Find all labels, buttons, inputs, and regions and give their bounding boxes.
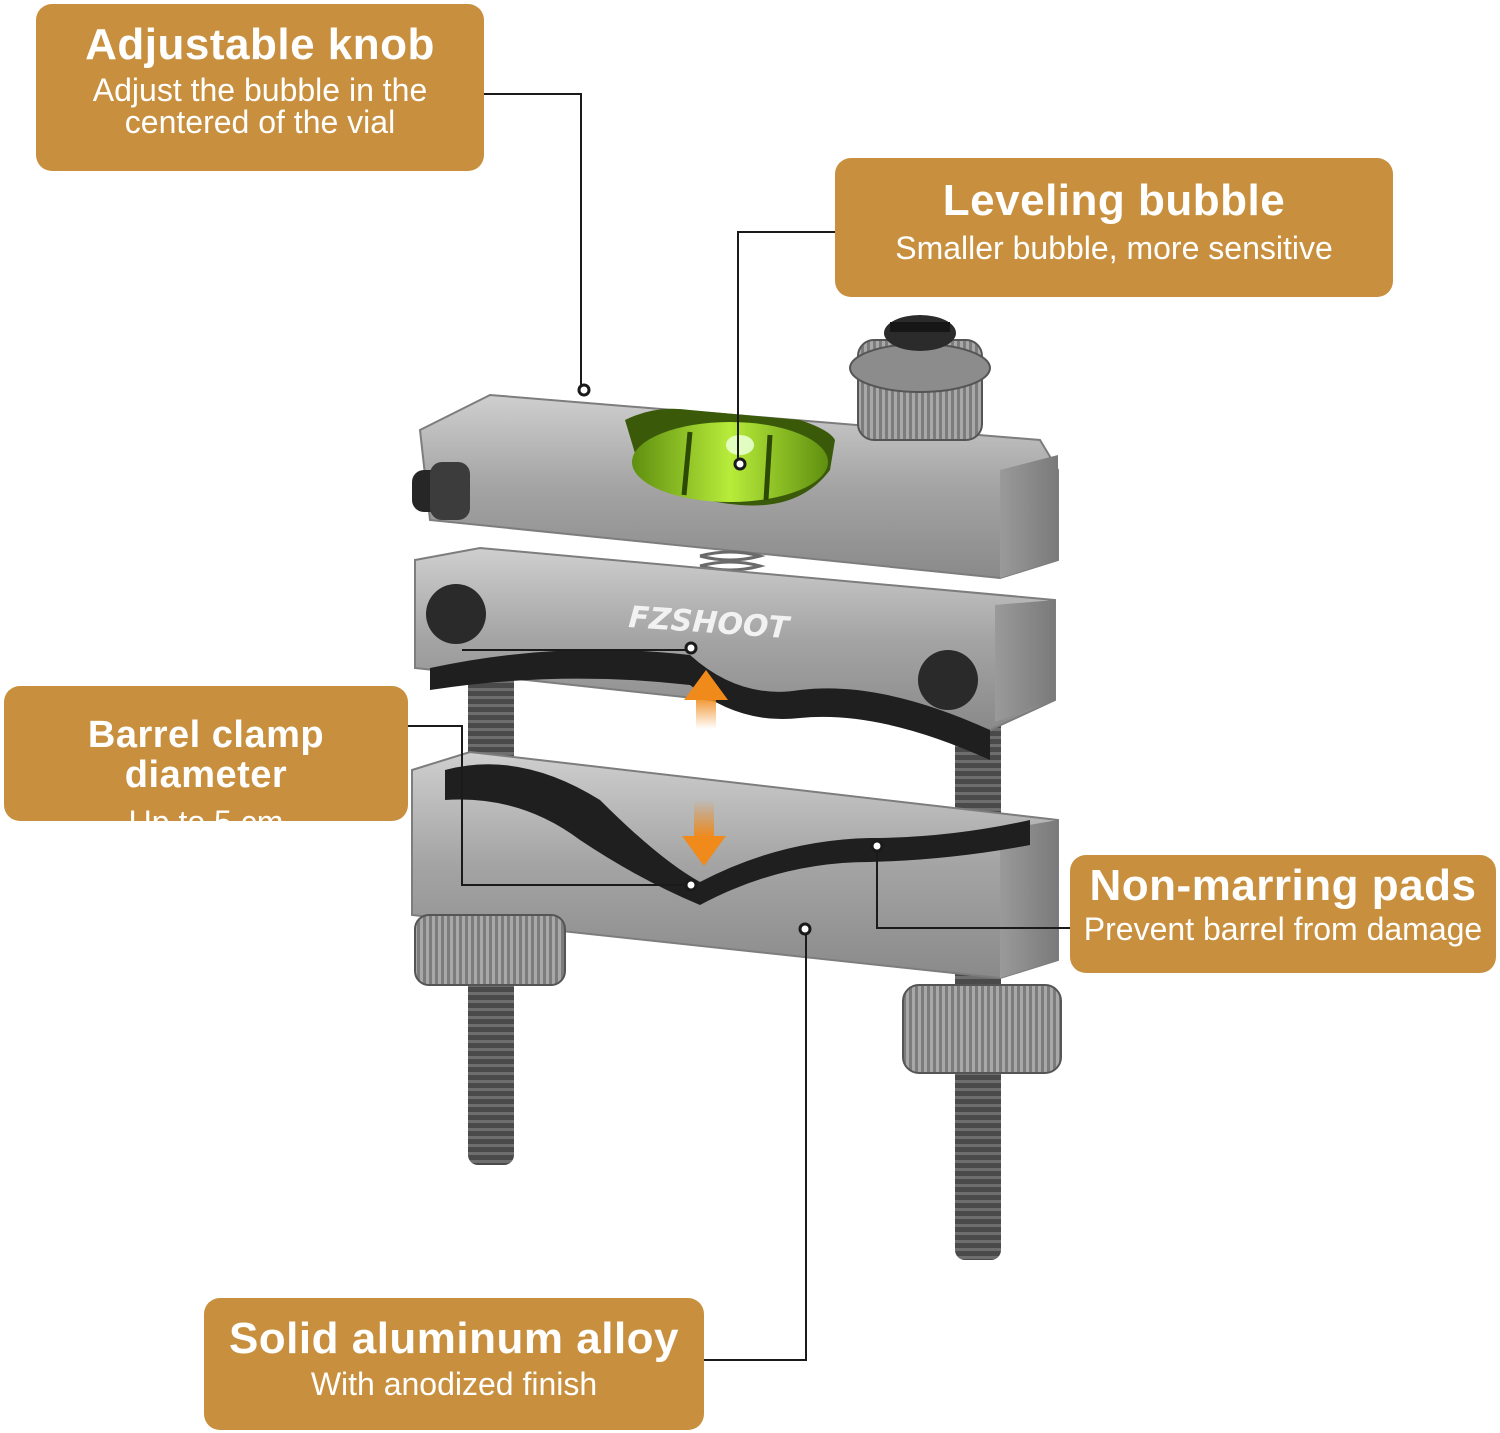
clamp-arrow-down: [682, 800, 726, 866]
non-marring-pads-subtitle: Prevent barrel from damage: [1083, 911, 1483, 948]
barrel-clamp-subtitle: Up to 5 cm: [128, 803, 284, 840]
clamp-arrow-up: [684, 670, 728, 729]
barrel-clamp-title: Barrel clamp diameter: [87, 714, 325, 796]
left-rivet: [426, 584, 486, 644]
left-pin-screw: [412, 462, 470, 520]
adjustable-knob-line2: centered of the vial: [124, 104, 396, 141]
leveling-bubble-title: Leveling bubble: [942, 176, 1286, 225]
aluminum-alloy-subtitle: With anodized finish: [310, 1366, 598, 1403]
adjustable-knob-callout: Adjustable knob Adjust the bubble in the…: [36, 4, 484, 171]
upper-pad: [430, 649, 990, 760]
adjustable-knob-line1: Adjust the bubble in the: [92, 72, 428, 109]
leader-dots: [577, 383, 884, 936]
non-marring-pads-title: Non-marring pads: [1089, 861, 1477, 910]
lower-clamp-jaw: [411, 750, 1059, 980]
right-rivet: [918, 650, 978, 710]
aluminum-alloy-title: Solid aluminum alloy: [228, 1314, 680, 1363]
leader-lines: [408, 93, 1070, 1361]
leveling-bubble-subtitle: Smaller bubble, more sensitive: [895, 230, 1333, 267]
lower-knob-left: [414, 914, 566, 986]
adjustable-knob: [849, 315, 991, 441]
lower-pad: [445, 764, 1030, 905]
lower-knob-right: [902, 984, 1062, 1074]
bubble-vial: [632, 422, 828, 502]
barrel-clamp-callout: Barrel clamp diameter Up to 5 cm: [4, 686, 408, 838]
air-bubble: [726, 435, 754, 455]
leveling-bubble-callout: Leveling bubble Smaller bubble, more sen…: [835, 158, 1393, 297]
adjustable-knob-title: Adjustable knob: [85, 20, 435, 69]
aluminum-alloy-callout: Solid aluminum alloy With anodized finis…: [204, 1298, 704, 1430]
upper-clamp-jaw: [414, 546, 1056, 760]
non-marring-pads-callout: Non-marring pads Prevent barrel from dam…: [1070, 855, 1496, 973]
